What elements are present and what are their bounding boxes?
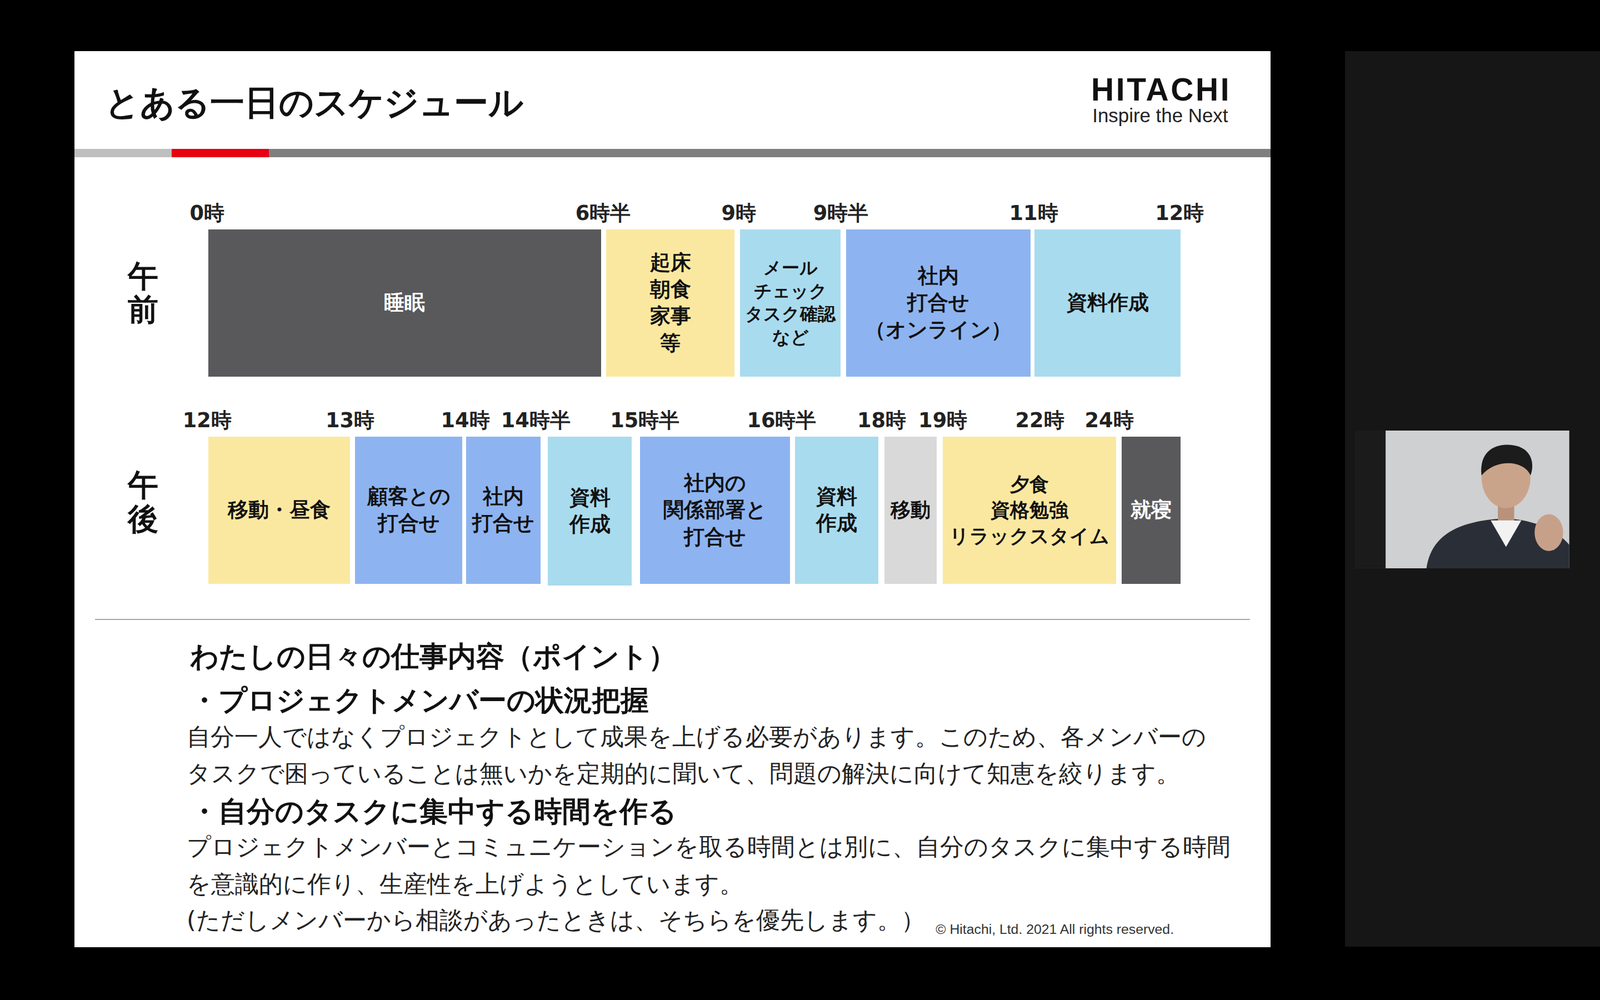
person-hand <box>1534 514 1563 552</box>
time-label: 6時半 <box>575 200 632 227</box>
time-label: 9時 <box>721 200 757 227</box>
block-text: 社内の 関係部署と 打合せ <box>645 470 785 551</box>
header-bar <box>268 148 1271 158</box>
person-shirt <box>1490 520 1522 548</box>
logo-tagline: Inspire the Next <box>1092 103 1228 128</box>
gallery-panel <box>1345 51 1600 947</box>
block-text: 資料 作成 <box>553 484 627 539</box>
schedule-block: 顧客との 打合せ <box>355 436 463 584</box>
schedule-block: 社内の 関係部署と 打合せ <box>640 436 790 584</box>
time-label: 16時半 <box>746 407 817 434</box>
time-label: 11時 <box>1009 200 1059 227</box>
time-label: 9時半 <box>813 200 869 227</box>
block-text: 資料作成 <box>1040 289 1176 317</box>
schedule-block: 就寝 <box>1121 436 1182 584</box>
bullet-heading: ・プロジェクトメンバーの状況把握 <box>190 682 649 718</box>
person-hair <box>1481 444 1533 475</box>
time-label: 0時 <box>190 200 225 227</box>
schedule-block: 社内 打合せ <box>466 436 541 584</box>
body-text: 自分一人ではなくプロジェクトとして成果を上げる必要があります。このため、各メンバ… <box>186 718 1267 792</box>
row-label: 午前 <box>127 259 159 327</box>
slide-ground <box>74 51 1271 948</box>
time-label: 12時 <box>1155 200 1204 227</box>
note-text: (ただしメンバーから相談があったときは、そちらを優先します。） <box>186 905 925 936</box>
block-text: 移動 <box>890 496 932 524</box>
schedule-block: 起床 朝食 家事 等 <box>606 229 735 377</box>
header-accent <box>171 148 269 158</box>
block-text: 就寝 <box>1126 496 1176 524</box>
block-text: 睡眠 <box>213 289 597 317</box>
time-label: 24時 <box>1084 407 1134 434</box>
schedule-block: 資料 作成 <box>547 436 632 586</box>
header-bar <box>74 148 172 158</box>
time-label: 12時 <box>182 407 232 434</box>
video-shade <box>1355 430 1386 569</box>
block-text: 社内 打合せ <box>471 483 537 538</box>
block-text: 夕食 資格勉強 リラックスタイム <box>947 471 1112 550</box>
time-label: 15時半 <box>610 407 680 434</box>
schedule-block: 睡眠 <box>208 229 602 377</box>
copyright-notice: © Hitachi, Ltd. 2021 All rights reserved… <box>935 921 1174 939</box>
row-label: 午後 <box>127 468 159 536</box>
schedule-block: 移動・昼食 <box>208 436 350 584</box>
time-label: 13時 <box>325 407 375 434</box>
time-label: 19時 <box>918 407 968 434</box>
block-text: 起床 朝食 家事 等 <box>611 249 730 358</box>
slide-title: とある一日のスケジュール <box>105 81 524 125</box>
schedule-block: 社内 打合せ （オンライン） <box>846 229 1031 377</box>
time-label: 14時半 <box>501 407 571 434</box>
block-text: 移動・昼食 <box>213 496 345 524</box>
time-label: 22時 <box>1015 407 1065 434</box>
video-wall <box>1355 430 1570 569</box>
schedule-block: 資料 作成 <box>795 436 879 584</box>
schedule-block: メール チェック タスク確認 など <box>740 229 842 377</box>
time-label: 14時 <box>440 407 490 434</box>
schedule-block: 資料作成 <box>1034 229 1181 377</box>
body-text: プロジェクトメンバーとコミュニケーションを取る時間とは別に、自分のタスクに集中す… <box>186 828 1267 902</box>
separator-line <box>95 618 1250 620</box>
bullet-heading: ・自分のタスクに集中する時間を作る <box>190 793 677 829</box>
block-text: 顧客との 打合せ <box>360 483 457 538</box>
schedule-block: 移動 <box>884 436 937 584</box>
section-heading: わたしの日々の仕事内容（ポイント） <box>190 638 677 674</box>
company-logo: HITACHI <box>1091 70 1232 110</box>
block-text: 資料 作成 <box>800 483 874 538</box>
schedule-block: 夕食 資格勉強 リラックスタイム <box>942 436 1117 584</box>
block-text: 社内 打合せ （オンライン） <box>851 262 1026 344</box>
video-tile <box>1355 430 1570 569</box>
time-label: 18時 <box>857 407 907 434</box>
block-text: メール チェック タスク確認 など <box>745 256 836 350</box>
